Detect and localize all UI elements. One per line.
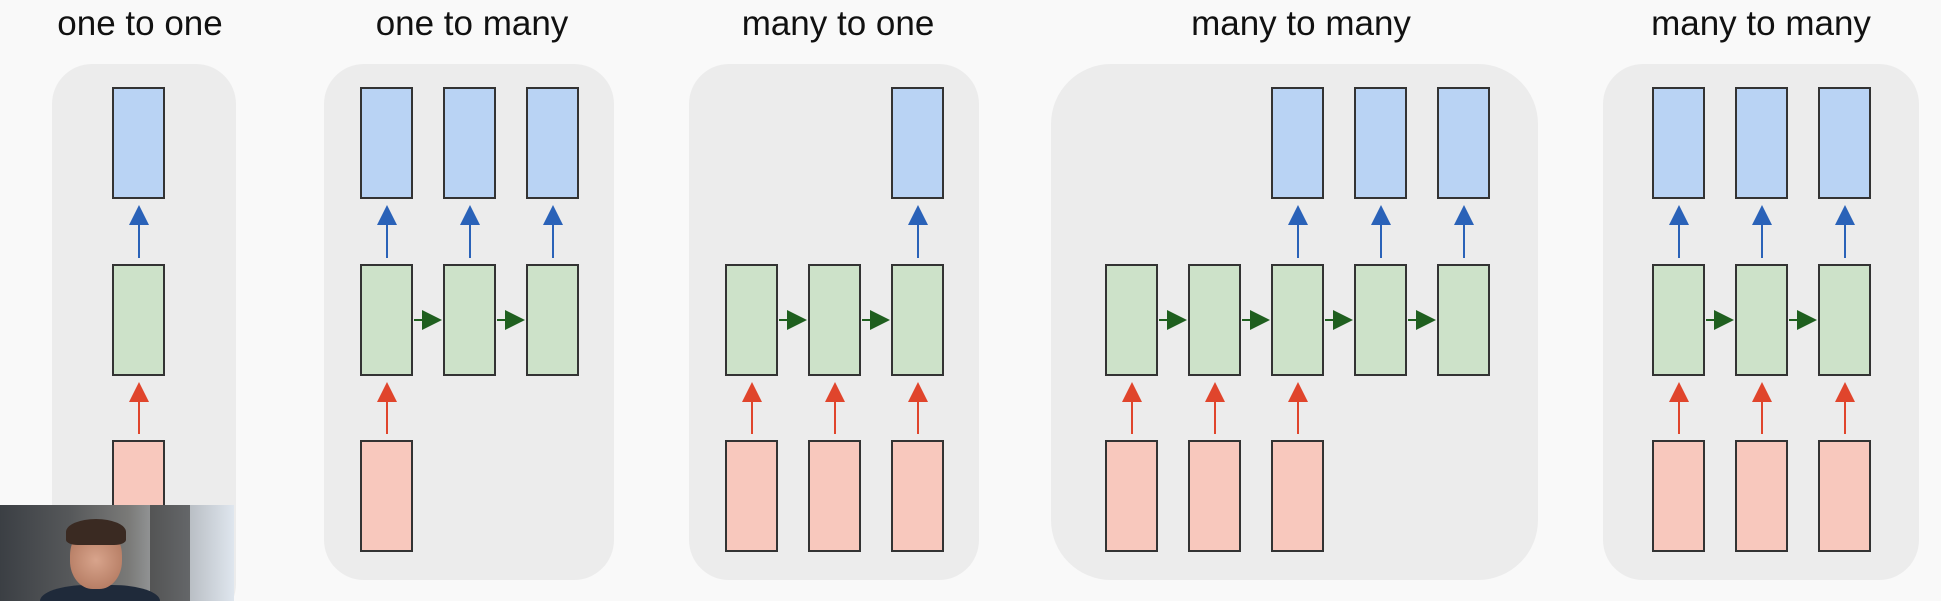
panel-title-many-to-one: many to one xyxy=(741,4,935,43)
hidden-box xyxy=(360,264,413,376)
output-box xyxy=(1437,87,1490,199)
output-box xyxy=(1818,87,1871,199)
panel-title-one-to-one: one to one xyxy=(57,4,223,43)
presenter-webcam xyxy=(0,505,234,601)
hidden-box xyxy=(891,264,944,376)
output-box xyxy=(112,87,165,199)
hidden-box xyxy=(443,264,496,376)
output-box xyxy=(891,87,944,199)
input-box xyxy=(808,440,861,552)
hidden-box xyxy=(1105,264,1158,376)
input-box xyxy=(1271,440,1324,552)
panel-title-many-to-many-synced: many to many xyxy=(1651,4,1871,43)
hidden-box xyxy=(808,264,861,376)
output-box xyxy=(526,87,579,199)
input-box xyxy=(360,440,413,552)
panel-many-to-one xyxy=(689,64,979,580)
hidden-box xyxy=(526,264,579,376)
panel-many-to-many-synced xyxy=(1603,64,1919,580)
output-box xyxy=(443,87,496,199)
hidden-box xyxy=(1188,264,1241,376)
hidden-box xyxy=(1271,264,1324,376)
output-box xyxy=(1271,87,1324,199)
input-box xyxy=(891,440,944,552)
panel-many-to-many-delayed xyxy=(1051,64,1538,580)
webcam-background xyxy=(150,505,190,601)
presenter-body xyxy=(40,585,160,601)
output-box xyxy=(1652,87,1705,199)
hidden-box xyxy=(1652,264,1705,376)
output-box xyxy=(1735,87,1788,199)
input-box xyxy=(1652,440,1705,552)
input-box xyxy=(1105,440,1158,552)
panel-title-many-to-many-delayed: many to many xyxy=(1191,4,1411,43)
hidden-box xyxy=(725,264,778,376)
panel-title-one-to-many: one to many xyxy=(375,4,569,43)
hidden-box xyxy=(1437,264,1490,376)
hidden-box xyxy=(1735,264,1788,376)
hidden-box xyxy=(1818,264,1871,376)
input-box xyxy=(725,440,778,552)
presenter-hair xyxy=(66,519,126,545)
input-box xyxy=(1735,440,1788,552)
hidden-box xyxy=(112,264,165,376)
output-box xyxy=(1354,87,1407,199)
output-box xyxy=(360,87,413,199)
hidden-box xyxy=(1354,264,1407,376)
input-box xyxy=(1188,440,1241,552)
input-box xyxy=(1818,440,1871,552)
panel-one-to-many xyxy=(324,64,614,580)
